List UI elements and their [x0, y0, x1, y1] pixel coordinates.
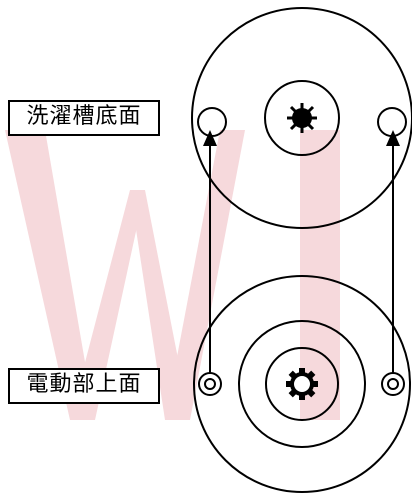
motor-right-post-outer	[381, 372, 405, 396]
watermark	[5, 130, 340, 420]
left-arrowhead-icon	[203, 130, 217, 146]
motor-top-label: 電動部上面	[8, 368, 160, 404]
tub-bottom-view	[191, 7, 412, 229]
alignment-arrows	[209, 142, 394, 373]
tub-left-hole	[197, 107, 227, 137]
motor-gear-icon	[286, 368, 318, 400]
tub-right-hole	[377, 107, 407, 137]
motor-right-post-inner	[387, 378, 399, 390]
tub-gear-icon	[287, 103, 317, 133]
motor-left-post-inner	[204, 378, 216, 390]
motor-middle-ring	[238, 320, 366, 448]
motor-outer-circle	[193, 275, 411, 493]
motor-center-hub	[265, 347, 339, 421]
tub-center-hub	[264, 80, 340, 156]
tub-outer-circle	[191, 7, 412, 229]
tub-bottom-label: 洗濯槽底面	[8, 100, 160, 136]
right-arrowhead-icon	[386, 130, 400, 146]
motor-top-view	[193, 275, 411, 493]
motor-left-post-outer	[198, 372, 222, 396]
